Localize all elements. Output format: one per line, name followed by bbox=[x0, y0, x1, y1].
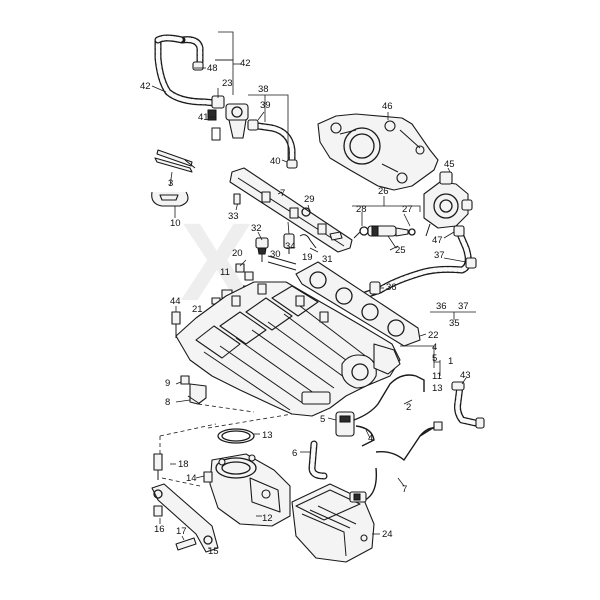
callout-30: 30 bbox=[270, 249, 281, 260]
callout-22: 22 bbox=[428, 330, 439, 341]
callout-5: 5 bbox=[432, 353, 437, 364]
callout-36: 36 bbox=[436, 301, 447, 312]
callout-34: 34 bbox=[285, 241, 296, 252]
callout-42-left: 42 bbox=[140, 81, 151, 92]
throttle-body bbox=[153, 423, 291, 527]
callout-16: 16 bbox=[154, 524, 165, 535]
callout-labels: 42 48 23 42 38 39 41 40 46 45 3 10 7 29 … bbox=[140, 58, 471, 557]
callout-18: 18 bbox=[178, 459, 189, 470]
callout-4-lower: 4 bbox=[368, 433, 373, 444]
callout-48: 48 bbox=[207, 63, 218, 74]
callout-17: 17 bbox=[176, 526, 187, 537]
high-pressure-pump bbox=[423, 167, 473, 237]
callout-46: 46 bbox=[382, 101, 393, 112]
callout-37-upper: 37 bbox=[434, 250, 445, 261]
callout-32: 32 bbox=[251, 223, 262, 234]
cable-tie-and-clamp bbox=[151, 149, 196, 218]
intake-manifold bbox=[175, 281, 441, 417]
callout-8: 8 bbox=[165, 397, 170, 408]
callout-12: 12 bbox=[262, 513, 273, 524]
callout-28: 28 bbox=[356, 204, 367, 215]
callout-41: 41 bbox=[198, 112, 209, 123]
support-bracket bbox=[151, 477, 219, 553]
callout-3: 3 bbox=[168, 178, 173, 189]
callout-23: 23 bbox=[222, 78, 233, 89]
callout-35: 35 bbox=[449, 318, 460, 329]
callout-31: 31 bbox=[322, 254, 333, 265]
callout-2: 2 bbox=[406, 402, 411, 413]
callout-11: 11 bbox=[432, 371, 442, 382]
callout-21: 21 bbox=[192, 304, 203, 315]
callout-13: 13 bbox=[262, 430, 273, 441]
fuel-rail bbox=[229, 167, 353, 253]
callout-43: 43 bbox=[460, 370, 471, 381]
callout-14: 14 bbox=[186, 473, 197, 484]
air-filter-housing bbox=[291, 483, 380, 563]
breather-hose bbox=[451, 377, 485, 429]
callout-7-rail: 7 bbox=[280, 188, 285, 199]
callout-20: 20 bbox=[232, 248, 243, 259]
cylinder-head-cover bbox=[317, 112, 439, 191]
callout-33: 33 bbox=[228, 211, 239, 222]
callout-38: 38 bbox=[258, 84, 269, 95]
callout-7-wire: 7 bbox=[402, 484, 407, 495]
callout-15: 15 bbox=[208, 546, 219, 557]
callout-26: 26 bbox=[378, 186, 389, 197]
left-small-parts bbox=[171, 306, 255, 413]
callout-5-lower: 5 bbox=[320, 414, 325, 425]
callout-25: 25 bbox=[395, 245, 406, 256]
manifold-gasket bbox=[295, 261, 427, 347]
callout-27: 27 bbox=[402, 204, 413, 215]
vent-hose-assembly bbox=[151, 31, 298, 169]
pressure-sensor-group bbox=[211, 193, 297, 305]
callout-44: 44 bbox=[170, 296, 181, 307]
callout-6: 6 bbox=[292, 448, 297, 459]
sensor-wiring bbox=[207, 374, 443, 511]
callout-40: 40 bbox=[270, 156, 281, 167]
callout-24: 24 bbox=[382, 529, 393, 540]
callout-42-top: 42 bbox=[240, 58, 251, 69]
callout-13-right: 13 bbox=[432, 383, 443, 394]
callout-19: 19 bbox=[302, 252, 313, 263]
callout-37-lower: 37 bbox=[458, 301, 469, 312]
callout-29: 29 bbox=[304, 194, 315, 205]
callout-9: 9 bbox=[165, 378, 170, 389]
callout-11-top: 11 bbox=[220, 267, 230, 278]
callout-45: 45 bbox=[444, 159, 455, 170]
callout-10: 10 bbox=[170, 218, 181, 229]
high-pressure-line bbox=[358, 225, 477, 320]
callout-36-hose: 36 bbox=[386, 282, 397, 293]
callout-4: 4 bbox=[432, 342, 437, 353]
fuel-injector bbox=[352, 196, 421, 251]
callout-39: 39 bbox=[260, 100, 271, 111]
callout-1: 1 bbox=[448, 356, 453, 367]
callout-47: 47 bbox=[432, 235, 443, 246]
